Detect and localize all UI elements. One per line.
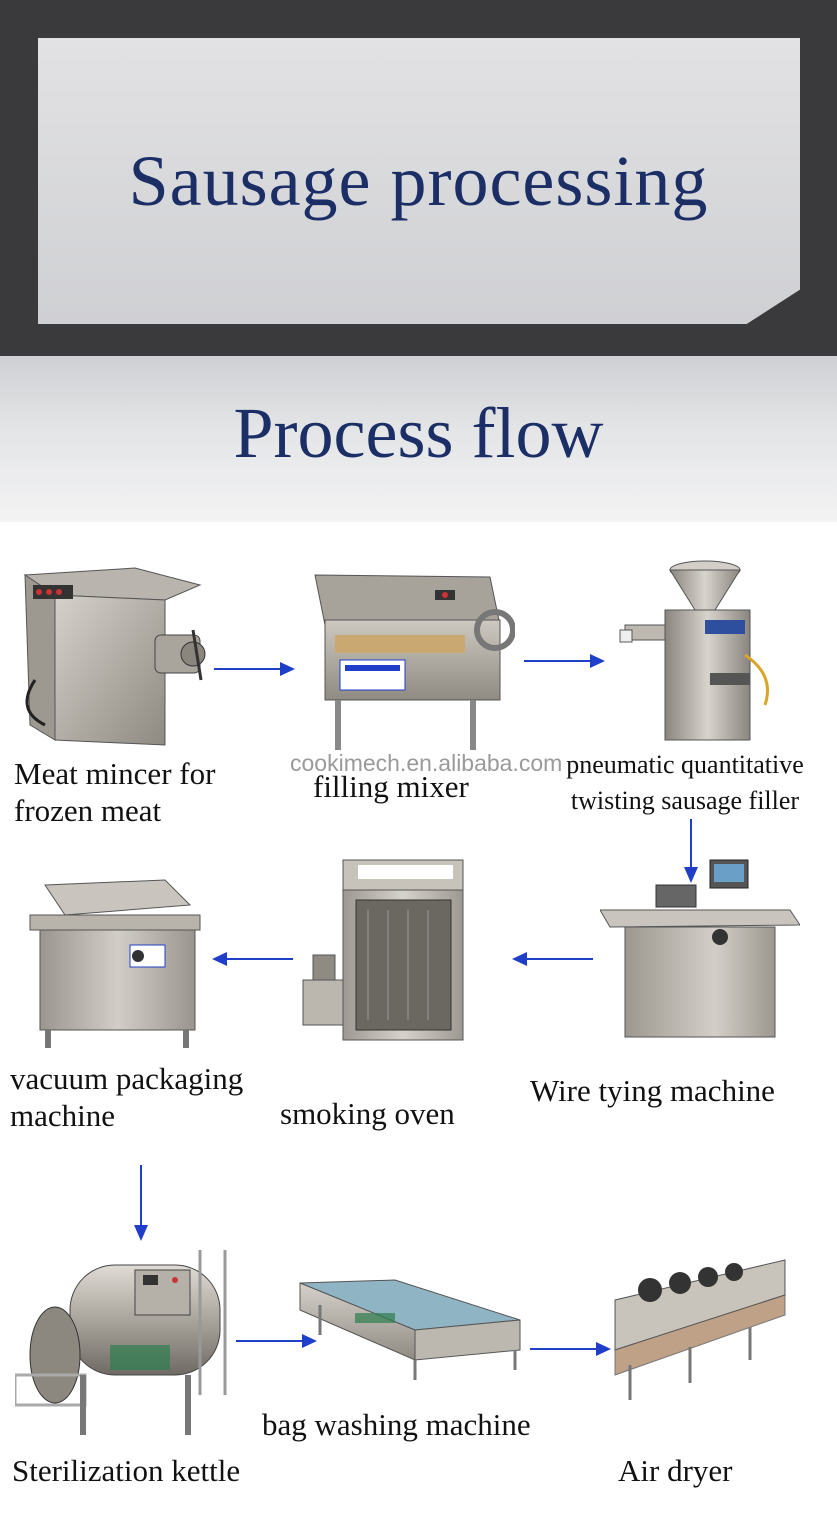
smoking-oven-image bbox=[302, 859, 464, 1041]
wire-tying-image bbox=[600, 859, 800, 1038]
arrow-right-4 bbox=[530, 1342, 611, 1356]
sterilization-kettle-image bbox=[15, 1250, 227, 1435]
arrow-left-2 bbox=[212, 952, 293, 966]
step-label-wire-tying: Wire tying machine bbox=[530, 1073, 775, 1108]
arrow-down-1 bbox=[684, 819, 698, 883]
step-label-bag-washing: bag washing machine bbox=[262, 1407, 531, 1442]
step-label-filling-mixer: filling mixer bbox=[313, 769, 469, 804]
bag-washing-image bbox=[299, 1279, 521, 1380]
arrow-right-1 bbox=[214, 662, 295, 676]
arrow-right-3 bbox=[236, 1334, 317, 1348]
filling-mixer-image bbox=[314, 574, 515, 750]
step-label-smoking-oven: smoking oven bbox=[280, 1096, 455, 1131]
section-title: Process flow bbox=[233, 393, 604, 473]
watermark: cookimech.en.alibaba.com bbox=[290, 750, 563, 776]
meat-mincer-image bbox=[23, 567, 206, 746]
step-label-air-dryer: Air dryer bbox=[618, 1453, 733, 1488]
sausage-filler-image bbox=[619, 560, 769, 741]
step-label-sterilization-kettle: Sterilization kettle bbox=[12, 1453, 241, 1488]
vacuum-packaging-image bbox=[29, 879, 201, 1048]
page-title: Sausage processing bbox=[128, 141, 709, 221]
air-dryer-image bbox=[614, 1259, 786, 1400]
arrow-left-1 bbox=[512, 952, 593, 966]
arrow-right-2 bbox=[524, 654, 605, 668]
arrow-down-2 bbox=[134, 1165, 148, 1241]
section-band bbox=[0, 356, 837, 522]
header-card bbox=[38, 38, 800, 324]
